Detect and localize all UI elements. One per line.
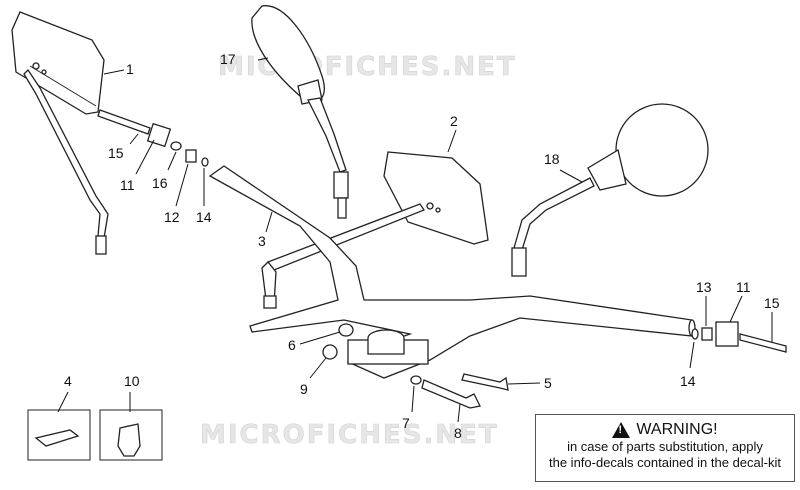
callout-3: 3 [258,233,266,249]
part-4-box [27,409,91,461]
callout-4: 4 [64,373,72,389]
callout-12: 12 [164,209,180,225]
callout-2: 2 [450,113,458,129]
warning-notice: WARNING! in case of parts substitution, … [535,414,795,482]
callout-16: 16 [152,175,168,191]
center-mirror-part [261,151,489,309]
callout-15-right: 15 [764,295,780,311]
callout-8: 8 [454,425,462,441]
right-fasteners [691,321,787,353]
watermark-bottom: MICROFICHES.NET [200,420,499,450]
warning-line-1: in case of parts substitution, apply [567,439,763,454]
left-mirror-part [11,11,109,255]
left-fasteners [97,109,209,167]
callout-17: 17 [220,51,236,67]
handlebar-part [208,165,696,379]
callout-13: 13 [696,279,712,295]
callout-18: 18 [544,151,560,167]
callout-14-right: 14 [680,373,696,389]
callout-15-left: 15 [108,145,124,161]
left-arm-mirror-part [251,5,349,219]
callout-11-left: 11 [120,177,135,193]
callout-7: 7 [402,415,410,431]
part-10-box [99,409,163,461]
callout-10: 10 [124,373,140,389]
warning-heading: WARNING! [536,421,794,439]
warning-title-text: WARNING! [636,421,718,438]
right-mirror-part [511,103,709,277]
leader-lines [57,57,773,423]
callout-9: 9 [300,381,308,397]
callout-5: 5 [544,375,552,391]
callout-14-left: 14 [196,209,212,225]
warning-triangle-icon [612,422,631,438]
watermark-top: MICROFICHES.NET [218,52,517,82]
callout-11-right: 11 [736,279,751,295]
callout-1: 1 [126,61,134,77]
bolts-and-washers [322,323,509,409]
callout-6: 6 [288,337,296,353]
warning-line-2: the info-decals contained in the decal-k… [549,455,781,470]
